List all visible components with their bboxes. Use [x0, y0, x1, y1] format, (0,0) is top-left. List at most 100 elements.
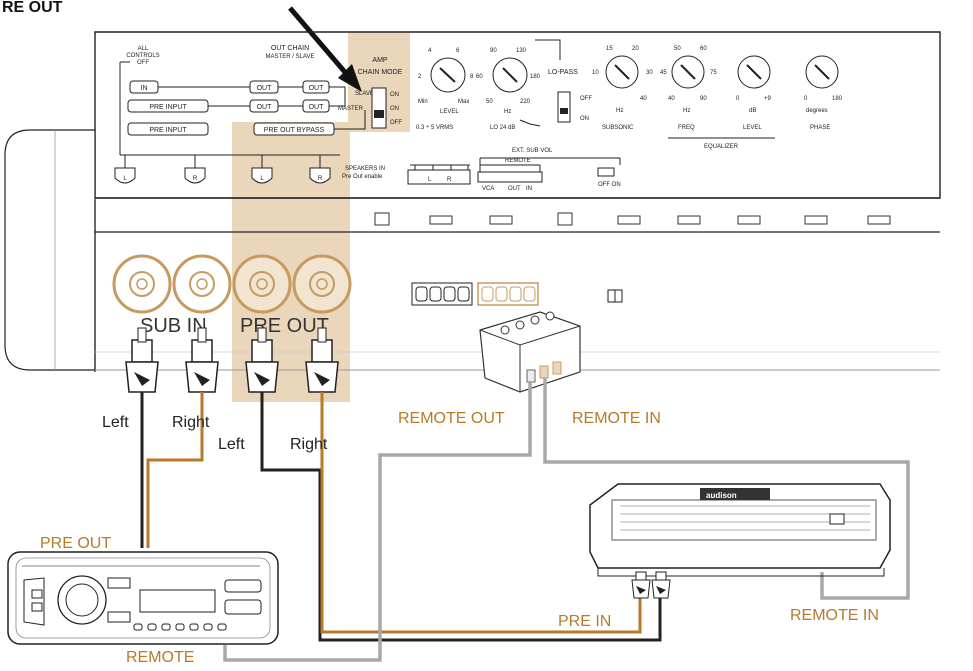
plug-sub-left-icon — [125, 327, 159, 393]
input-l-label: L — [123, 176, 127, 182]
freq-tick-45: 45 — [660, 70, 667, 76]
speakers-in-terminal — [407, 169, 471, 185]
all-controls-line3: OFF — [137, 60, 149, 66]
ext-vol-off-on: OFF ON — [598, 182, 621, 188]
lopass-on: ON — [580, 116, 589, 122]
label-right-2: Right — [290, 436, 328, 453]
equalizer-label: EQUALIZER — [704, 144, 739, 150]
speakers-in-r: R — [447, 177, 452, 183]
remote-connector-plug — [479, 311, 581, 393]
freq-tick-50: 50 — [674, 46, 681, 52]
amp-title: AMP — [372, 57, 388, 64]
pre-out-bypass-label: PRE OUT BYPASS — [264, 127, 325, 134]
lopass-tick-180: 180 — [530, 74, 541, 80]
plug-pre-right-icon — [305, 327, 339, 393]
input-l-socket — [114, 167, 136, 184]
plug-pre-left-icon — [245, 327, 279, 393]
amp-pre-in-plug-left-icon — [631, 571, 651, 599]
chain-mode-switch — [371, 87, 387, 129]
phase-unit: degrees — [806, 108, 828, 114]
wire-pre-left — [260, 392, 662, 642]
pre-input-button-2 — [127, 122, 209, 136]
phase-label: PHASE — [810, 125, 830, 131]
control-panel: ALL CONTROLS OFF OUT CHAIN MASTER / SLAV… — [114, 39, 843, 192]
subsonic-tick-15: 15 — [606, 46, 613, 52]
level-min: Min — [418, 99, 428, 105]
lopass-switch — [557, 91, 571, 123]
plug-sub-right-icon — [185, 327, 219, 393]
all-controls-line1: ALL — [138, 46, 149, 52]
chain-on-1: ON — [390, 92, 399, 98]
label-left-1: Left — [102, 414, 129, 431]
lopass-tick-60: 60 — [476, 74, 483, 80]
label-pre-out-head: PRE OUT — [40, 535, 111, 552]
wires — [140, 378, 910, 662]
lopass-tick-130: 130 — [516, 48, 527, 54]
chain-off: OFF — [390, 120, 402, 126]
subsonic-tick-20: 20 — [632, 46, 639, 52]
lopass-unit: Hz — [504, 109, 511, 115]
out-button-1-label: OUT — [257, 85, 273, 92]
ext-sub-vol-label: EXT. SUB VOL — [512, 148, 553, 154]
output-r-socket — [309, 167, 331, 184]
level-range: 0.3 ÷ 5 VRMS — [416, 125, 453, 131]
wire-pre-right — [320, 392, 642, 634]
freq-tick-90: 90 — [700, 96, 707, 102]
diagram-heading: RE OUT — [2, 0, 63, 16]
label-remote-in-amp: REMOTE IN — [790, 607, 879, 624]
amp-brand: audison — [706, 491, 737, 500]
head-unit — [7, 551, 279, 645]
lopass-tick-50: 50 — [486, 99, 493, 105]
output-r-label: R — [318, 176, 323, 182]
freq-tick-40: 40 — [668, 96, 675, 102]
out-button-3-label: OUT — [257, 104, 273, 111]
level-tick-4: 4 — [428, 48, 432, 54]
remote-terminal — [477, 171, 543, 183]
lopass-switch-knob — [560, 108, 568, 114]
input-r-label: R — [193, 176, 198, 182]
label-right-1: Right — [172, 414, 210, 431]
label-left-2: Left — [218, 436, 245, 453]
chain-mode-switch-knob — [374, 110, 384, 118]
subsonic-unit: Hz — [616, 108, 623, 114]
output-l-socket — [251, 167, 273, 184]
speakers-in-l: L — [428, 177, 432, 183]
level-label: LEVEL — [440, 109, 459, 115]
label-remote-head: REMOTE — [126, 649, 194, 666]
speakers-in-label: SPEAKERS IN — [345, 166, 385, 172]
label-pre-in: PRE IN — [558, 613, 611, 630]
subsonic-tick-40: 40 — [640, 96, 647, 102]
rca-jacks — [112, 254, 352, 314]
out-chain-title: OUT CHAIN — [271, 45, 309, 52]
in-button-label: IN — [141, 85, 148, 92]
pre-out-label: PRE OUT — [240, 315, 329, 337]
eq-level-unit: dB — [749, 108, 756, 114]
out-button-4-label: OUT — [309, 104, 325, 111]
slave-label: SLAVE — [355, 91, 374, 97]
pointer-arrow-icon — [288, 6, 362, 92]
freq-tick-75: 75 — [710, 70, 717, 76]
remote-out-small-label: OUT — [508, 186, 521, 192]
out-chain-subtitle: MASTER / SLAVE — [266, 54, 315, 60]
subwoofer-device — [4, 31, 941, 372]
wire-sub-right — [146, 392, 204, 548]
subsonic-tick-30: 30 — [646, 70, 653, 76]
amplifier — [589, 483, 891, 577]
amp-pre-in-plug-right-icon — [651, 571, 671, 599]
level-tick-2: 2 — [418, 74, 422, 80]
pre-out-enable-label: Pre Out enable — [342, 174, 383, 180]
eq-level-label: LEVEL — [743, 125, 762, 131]
phase-tick-180: 180 — [832, 96, 843, 102]
ext-vol-switch — [597, 167, 615, 177]
chain-on-2: ON — [390, 106, 399, 112]
subsonic-tick-10: 10 — [592, 70, 599, 76]
lopass-knob-label: LO 24 dB — [490, 125, 515, 131]
input-r-socket — [184, 167, 206, 184]
master-label: MASTER — [338, 106, 364, 112]
out-button-2-label: OUT — [309, 85, 325, 92]
pre-input-label-1: PRE INPUT — [149, 104, 187, 111]
lopass-off: OFF — [580, 96, 592, 102]
freq-unit: Hz — [683, 108, 690, 114]
lopass-tick-90: 90 — [490, 48, 497, 54]
